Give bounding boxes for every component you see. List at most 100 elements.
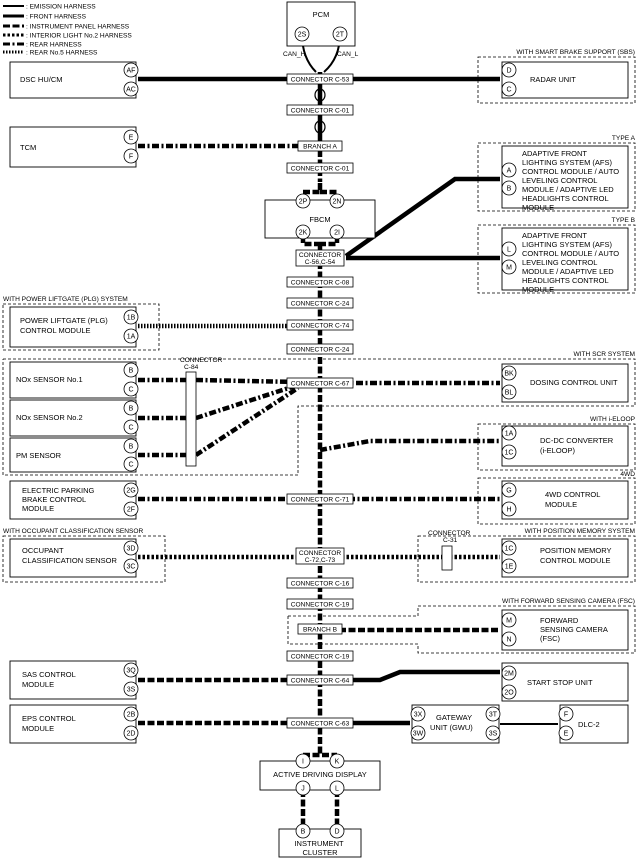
active-driving-display-box bbox=[259, 760, 381, 791]
svg-text:N: N bbox=[506, 637, 511, 644]
svg-text:L: L bbox=[507, 247, 511, 254]
pin-pcm-2s: 2S bbox=[294, 26, 310, 42]
pin-tcm-e: E bbox=[123, 129, 139, 145]
pin-fsc-n: N bbox=[501, 631, 517, 647]
afs-type-b-label: ADAPTIVE FRONT LIGHTING SYSTEM (AFS) CON… bbox=[522, 231, 621, 294]
svg-text:1A: 1A bbox=[505, 431, 514, 438]
pm-sensor-box bbox=[9, 437, 137, 473]
fbcm-module-box bbox=[264, 199, 376, 239]
svg-text:A: A bbox=[507, 168, 512, 175]
pin-add-j: J bbox=[295, 780, 311, 796]
eps-label: EPS CONTROL MODULE bbox=[22, 714, 78, 733]
nox1-sensor-box bbox=[9, 361, 137, 399]
pin-position-1c: 1C bbox=[501, 540, 517, 556]
svg-text:CONNECTOR C-67: CONNECTOR C-67 bbox=[291, 381, 350, 388]
pin-add-i: I bbox=[295, 753, 311, 769]
legend: : EMISSION HARNESS : FRONT HARNESS : INS… bbox=[3, 4, 132, 57]
svg-text:D: D bbox=[334, 829, 339, 836]
group-label-fsc: WITH FORWARD SENSING CAMERA (FSC) bbox=[502, 598, 635, 605]
svg-text:B: B bbox=[507, 186, 512, 193]
pin-ic-b: B bbox=[295, 823, 311, 839]
fbcm-label: FBCM bbox=[309, 215, 330, 224]
svg-text:L: L bbox=[335, 786, 339, 793]
connector-c16: CONNECTOR C-16 bbox=[286, 577, 354, 589]
pin-occupant-3c: 3C bbox=[123, 558, 139, 574]
pin-pm-b: B bbox=[123, 438, 139, 454]
group-frame-scr bbox=[2, 358, 636, 476]
pin-dlc-e: E bbox=[558, 725, 574, 741]
pin-epb-2g: 2G bbox=[123, 482, 139, 498]
pin-4wd-h: H bbox=[501, 501, 517, 517]
svg-text:CONNECTOR C-74: CONNECTOR C-74 bbox=[291, 323, 350, 330]
svg-text:B: B bbox=[129, 444, 134, 451]
pin-ssu-2o: 2O bbox=[501, 684, 517, 700]
radar-label: RADAR UNIT bbox=[530, 75, 576, 84]
svg-text:K: K bbox=[335, 759, 340, 766]
pcm-label: PCM bbox=[313, 10, 330, 19]
pin-nox1-c: C bbox=[123, 381, 139, 397]
svg-text:AF: AF bbox=[127, 68, 136, 75]
pin-dcdc-1c: 1C bbox=[501, 444, 517, 460]
svg-text:J: J bbox=[301, 786, 305, 793]
svg-text:F: F bbox=[564, 712, 568, 719]
pin-position-1e: 1E bbox=[501, 558, 517, 574]
svg-text:2F: 2F bbox=[127, 507, 135, 514]
fsc-label: FORWARD SENSING CAMERA (FSC) bbox=[540, 616, 610, 643]
connector-c74: CONNECTOR C-74 bbox=[286, 319, 354, 331]
connector-c24a: CONNECTOR C-24 bbox=[286, 297, 354, 309]
dsc-label: DSC HU/CM bbox=[20, 75, 63, 84]
pin-nox1-b: B bbox=[123, 362, 139, 378]
svg-text:3T: 3T bbox=[489, 712, 498, 719]
can-l-label: CAN_L bbox=[337, 51, 359, 58]
wire-start-stop bbox=[342, 669, 500, 683]
svg-text:CONNECTOR C-24: CONNECTOR C-24 bbox=[291, 301, 350, 308]
4wd-label: 4WD CONTROL MODULE bbox=[545, 490, 602, 509]
svg-text:BRANCH A: BRANCH A bbox=[303, 144, 337, 151]
svg-text:2S: 2S bbox=[298, 32, 307, 39]
svg-text:B: B bbox=[301, 829, 306, 836]
svg-text:C: C bbox=[506, 87, 511, 94]
svg-text:CONNECTOR C-08: CONNECTOR C-08 bbox=[291, 280, 350, 287]
svg-text:2P: 2P bbox=[299, 199, 308, 206]
svg-text:2G: 2G bbox=[126, 488, 135, 495]
pin-radar-d: D bbox=[501, 62, 517, 78]
connector-c24b: CONNECTOR C-24 bbox=[286, 343, 354, 355]
connector-c01a: CONNECTOR C-01 bbox=[286, 104, 354, 116]
legend-label-rear-no5: : REAR No.5 HARNESS bbox=[26, 50, 98, 57]
svg-text:1B: 1B bbox=[127, 315, 136, 322]
connector-c67: CONNECTOR C-67 bbox=[286, 377, 354, 389]
pin-4wd-g: G bbox=[501, 482, 517, 498]
svg-text:E: E bbox=[564, 731, 569, 738]
pin-afs-b-m: M bbox=[501, 259, 517, 275]
svg-text:3D: 3D bbox=[127, 546, 136, 553]
svg-text:3S: 3S bbox=[127, 687, 136, 694]
pin-dsc-ac: AC bbox=[123, 81, 139, 97]
pin-fbcm-2n: 2N bbox=[329, 193, 345, 209]
gateway-label: GATEWAY UNIT (GWU) bbox=[430, 713, 474, 732]
svg-text:CONNECTOR C-63: CONNECTOR C-63 bbox=[291, 721, 350, 728]
dsc-module-box bbox=[9, 61, 137, 99]
pin-gwu-3w: 3W bbox=[410, 725, 426, 741]
sas-module-box bbox=[9, 660, 137, 700]
branch-b: BRANCH B bbox=[297, 623, 343, 635]
twisted-pair-symbol bbox=[314, 88, 326, 102]
epb-module-box bbox=[9, 480, 137, 520]
svg-text:M: M bbox=[506, 265, 512, 272]
nox1-label: NOx SENSOR No.1 bbox=[16, 375, 83, 384]
fsc-camera-box bbox=[501, 609, 629, 651]
wire-c84-c67-c bbox=[194, 386, 300, 457]
svg-text:3C: 3C bbox=[127, 564, 136, 571]
position-memory-label: POSITION MEMORY CONTROL MODULE bbox=[540, 546, 614, 565]
pin-pm-c: C bbox=[123, 456, 139, 472]
pin-plg-1b: 1B bbox=[123, 309, 139, 325]
svg-text:CONNECTOR C-64: CONNECTOR C-64 bbox=[291, 678, 350, 685]
group-label-plg: WITH POWER LIFTGATE (PLG) SYSTEM bbox=[3, 296, 128, 303]
group-frame-position-memory bbox=[417, 535, 636, 583]
pin-afs-a-a: A bbox=[501, 162, 517, 178]
tcm-label: TCM bbox=[20, 143, 36, 152]
pin-fbcm-2p: 2P bbox=[295, 193, 311, 209]
